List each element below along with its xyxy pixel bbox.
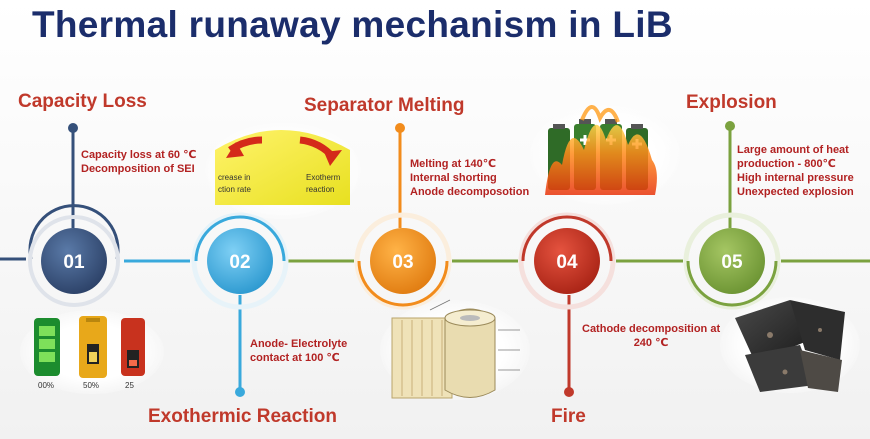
step-node-4: 04 bbox=[518, 212, 616, 310]
step-2-line-2: contact at 100 ℃ bbox=[250, 352, 340, 364]
battery-label-1: 00% bbox=[38, 381, 54, 390]
step-number-5: 05 bbox=[721, 252, 743, 273]
connector-dot-step-4 bbox=[564, 387, 574, 397]
exploded-battery-image bbox=[720, 297, 860, 393]
cell-cross-section-image bbox=[380, 299, 530, 400]
step-description-5: Large amount of heat production - 800℃ H… bbox=[737, 143, 854, 199]
battery-label-2: 50% bbox=[83, 381, 99, 390]
step-node-3: 03 bbox=[354, 212, 452, 310]
step-1-line-1: Capacity loss at 60 ℃ bbox=[81, 149, 197, 161]
connector-dot-step-5 bbox=[725, 121, 735, 131]
step-node-2: 02 bbox=[191, 212, 289, 310]
step-heading-3: Separator Melting bbox=[304, 95, 465, 116]
step-node-5: 05 bbox=[683, 212, 781, 310]
step-heading-1: Capacity Loss bbox=[18, 91, 147, 112]
exothermic-cycle-image: crease in ction rate Exotherm reaction bbox=[205, 123, 361, 219]
step-2-line-1: Anode- Electrolyte bbox=[250, 338, 348, 350]
step-number-4: 04 bbox=[556, 252, 578, 273]
cycle-label-4: reaction bbox=[306, 185, 334, 194]
step-number-1: 01 bbox=[63, 252, 85, 273]
step-node-1: 01 bbox=[28, 204, 120, 307]
step-3-line-3: Anode decomposotion bbox=[410, 186, 530, 198]
step-5-line-4: Unexpected explosion bbox=[737, 186, 854, 198]
step-5-line-3: High internal pressure bbox=[737, 172, 854, 184]
connector-dot-step-3 bbox=[395, 123, 405, 133]
cycle-label-3: Exotherm bbox=[306, 173, 341, 182]
connector-dot-step-1 bbox=[68, 123, 78, 133]
cycle-label-1: crease in bbox=[218, 173, 250, 182]
step-4-line-2: 240 ℃ bbox=[633, 337, 669, 349]
step-heading-5: Explosion bbox=[686, 92, 777, 113]
step-1-line-2: Decomposition of SEI bbox=[81, 163, 195, 175]
step-heading-4: Fire bbox=[551, 406, 586, 427]
step-3-line-2: Internal shorting bbox=[410, 172, 497, 184]
step-5-line-2: production - 800℃ bbox=[737, 158, 836, 170]
step-description-4: Cathode decomposition at 240 ℃ bbox=[582, 322, 720, 350]
step-description-1: Capacity loss at 60 ℃ Decomposition of S… bbox=[81, 148, 196, 176]
step-4-line-1: Cathode decomposition at bbox=[582, 323, 721, 335]
step-number-2: 02 bbox=[229, 252, 250, 273]
cycle-label-2: ction rate bbox=[218, 185, 251, 194]
step-description-3: Melting at 140℃ Internal shorting Anode … bbox=[410, 157, 529, 199]
step-description-2: Anode- Electrolyte contact at 100 ℃ bbox=[250, 337, 347, 365]
battery-capacity-image: 00% 50% 25 bbox=[20, 310, 164, 394]
connector-dot-step-2 bbox=[235, 387, 245, 397]
page-title: Thermal runaway mechanism in LiB bbox=[32, 4, 673, 45]
step-heading-2: Exothermic Reaction bbox=[148, 406, 337, 427]
step-3-line-1: Melting at 140℃ bbox=[410, 158, 497, 170]
battery-label-3: 25 bbox=[125, 381, 134, 390]
burning-batteries-image bbox=[530, 105, 680, 205]
step-number-3: 03 bbox=[392, 252, 413, 273]
step-5-line-1: Large amount of heat bbox=[737, 144, 849, 156]
